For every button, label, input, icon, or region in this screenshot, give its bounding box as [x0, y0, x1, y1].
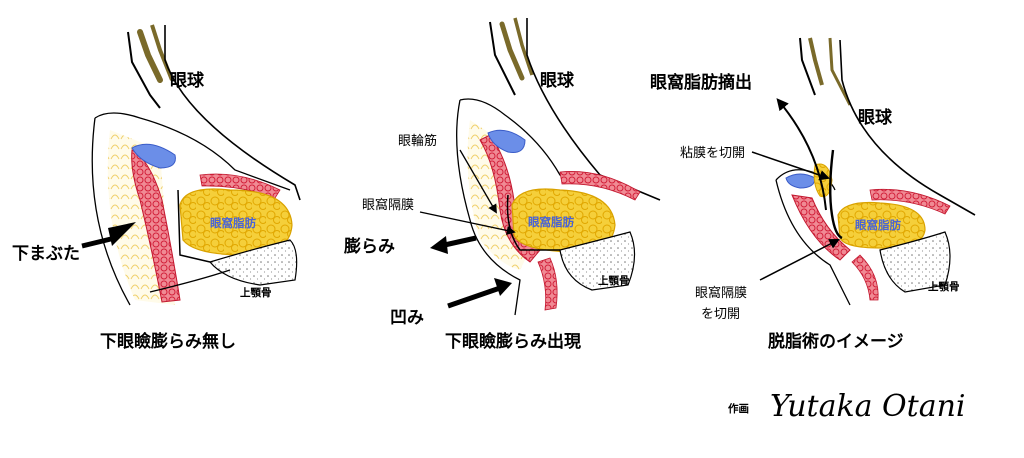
panel-3-fat-removal: 眼球 眼窩脂肪 上顎骨 眼窩脂肪摘出 粘膜を切開 眼窩隔膜 を切開 脱脂術のイメ…	[650, 37, 976, 352]
orbicularis-muscle	[131, 149, 181, 303]
panel-2-caption: 下眼瞼膨らみ出現	[445, 331, 581, 352]
inferior-rectus	[869, 188, 951, 215]
conjunctiva	[785, 173, 816, 189]
incision-path	[829, 149, 843, 240]
panel-2-bulge: 眼球 眼窩脂肪 上顎骨 眼輪筋 眼窩隔膜 膨らみ 凹み 下眼瞼膨らみ出現	[344, 17, 661, 352]
hollow-arrow	[447, 285, 501, 309]
inferior-rectus	[199, 173, 281, 199]
eyeball-label: 眼球	[858, 108, 893, 128]
orbicularis-label: 眼輪筋	[398, 133, 437, 149]
eyelash	[499, 21, 525, 81]
orbital-septum	[177, 189, 211, 263]
panel-3-caption: 脱脂術のイメージ	[768, 331, 904, 352]
bone-label: 上顎骨	[598, 274, 630, 287]
fat-label: 眼窩脂肪	[855, 218, 901, 232]
bone-label: 上顎骨	[240, 286, 272, 299]
skin-line	[91, 117, 131, 306]
panel-1-caption: 下眼瞼膨らみ無し	[100, 331, 236, 352]
upper-lid-line	[127, 31, 161, 109]
eyeball-outline	[839, 39, 976, 216]
orbital-fat	[179, 188, 293, 256]
eyeball-label: 眼球	[170, 71, 205, 91]
maxilla-bone	[879, 231, 951, 293]
arrow-head	[494, 278, 512, 296]
fat-label: 眼窩脂肪	[210, 216, 256, 230]
eyelash	[150, 24, 174, 81]
mucosa-cut-label: 粘膜を切開	[680, 146, 745, 161]
removal-arrow	[776, 98, 827, 211]
mucosa-cut-arrow	[751, 151, 830, 181]
upper-lid-line	[799, 37, 816, 96]
eyeball-outline	[526, 18, 661, 201]
skin-line	[775, 179, 851, 306]
conjunctiva	[487, 129, 526, 153]
skin-line	[456, 99, 521, 316]
credit: 作画 Yutaka Otani	[728, 389, 966, 424]
orbicularis-muscle-lower	[851, 254, 879, 301]
signature: Yutaka Otani	[770, 389, 966, 424]
septum-arrow	[419, 211, 516, 235]
panel-1-no-bulge: 眼球 眼窩脂肪 上顎骨 下まぶた 下眼瞼膨らみ無し	[12, 24, 301, 352]
septum-cut-arrow	[759, 239, 840, 281]
credit-label: 作画	[728, 402, 749, 415]
conjunctiva	[131, 143, 176, 169]
bone-label: 上顎骨	[928, 280, 960, 293]
septum-label: 眼窩隔膜	[362, 197, 414, 213]
eyelash	[828, 37, 852, 106]
eyelash	[513, 17, 534, 76]
lower-lid-arrow	[81, 235, 116, 249]
bulge-label: 膨らみ	[344, 236, 395, 257]
eyeball-label: 眼球	[540, 71, 575, 91]
removal-label: 眼窩脂肪摘出	[650, 72, 752, 93]
maxilla-bone	[208, 239, 298, 286]
eyeball-outline	[164, 25, 301, 201]
maxilla-bone	[559, 231, 636, 291]
septum-cut-label-1: 眼窩隔膜	[695, 285, 747, 301]
lid-outline	[459, 98, 601, 186]
orbital-fat	[837, 201, 926, 249]
septum-lower	[149, 269, 231, 293]
orbital-fat	[511, 188, 616, 253]
inferior-rectus	[559, 171, 641, 201]
eyelash	[808, 37, 824, 86]
orbicularis-muscle-lower	[537, 257, 558, 311]
orbicularis-arrow	[459, 149, 497, 214]
lower-lid-label: 下まぶた	[12, 244, 80, 264]
arrow-head	[430, 236, 448, 254]
hollow-label: 凹み	[390, 308, 424, 328]
fat-label: 眼窩脂肪	[528, 215, 574, 229]
lid-outline	[94, 112, 291, 191]
septum-cut-label-2: を切開	[701, 307, 740, 322]
eyelash	[137, 29, 163, 83]
arrow-head	[108, 222, 136, 246]
upper-lid-line	[489, 21, 516, 96]
